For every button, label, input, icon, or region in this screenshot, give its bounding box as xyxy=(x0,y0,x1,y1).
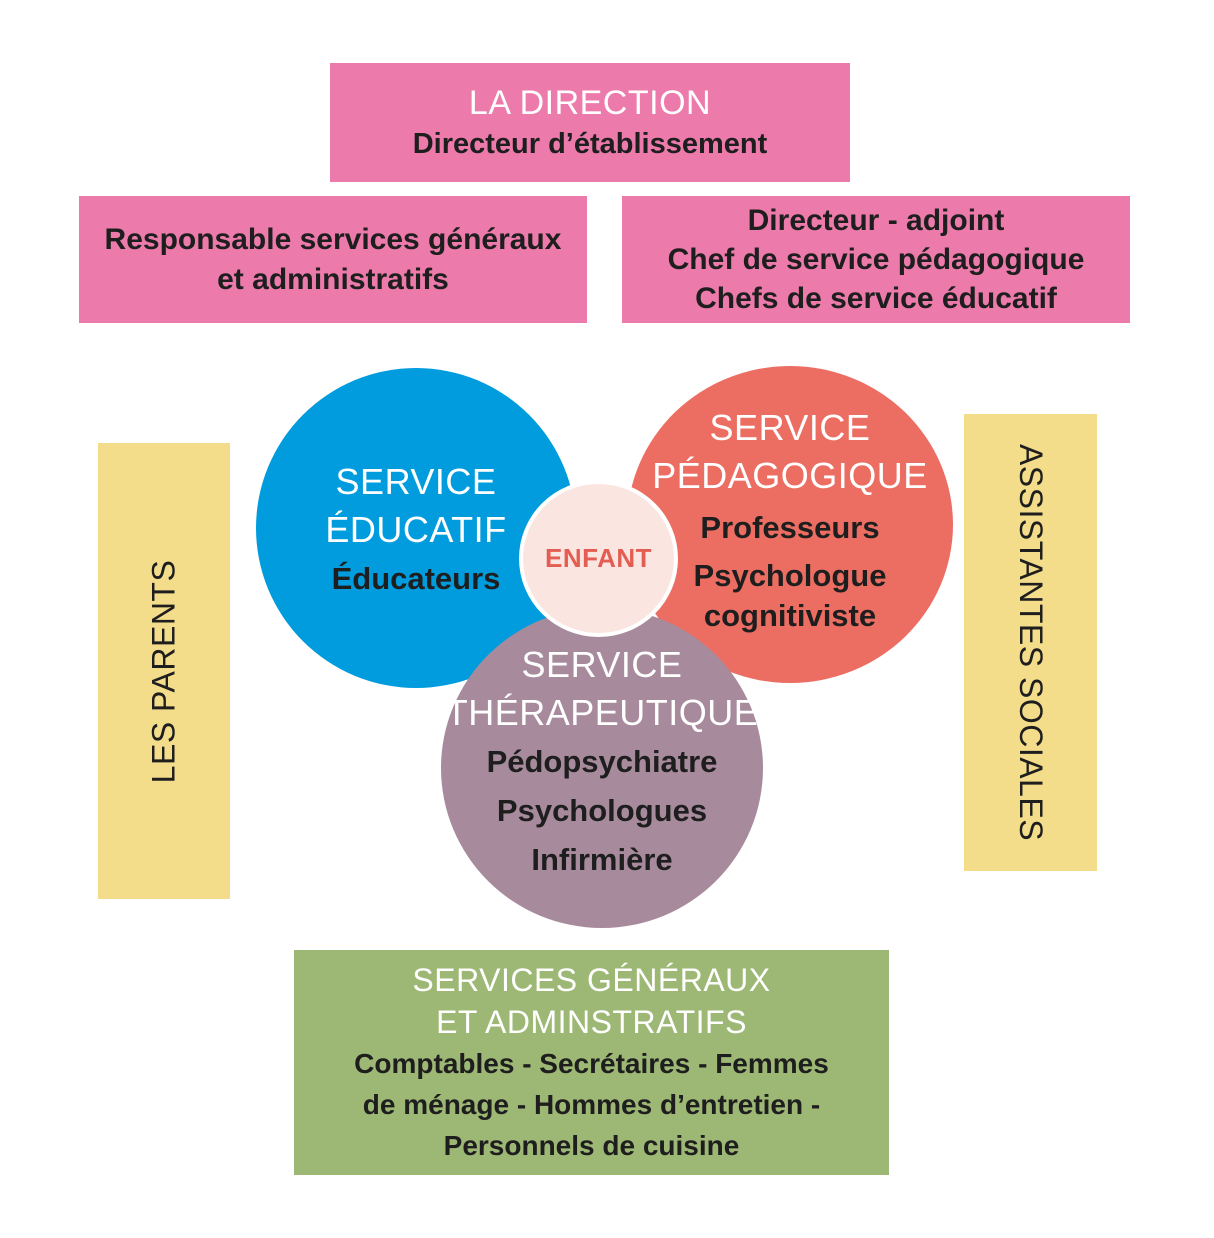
enfant-label: ENFANT xyxy=(545,543,652,573)
pedagogique-title-2: PÉDAGOGIQUE xyxy=(652,455,928,496)
service-therapeutique-text: SERVICE THÉRAPEUTIQUE Pédopsychiatre Psy… xyxy=(441,641,763,884)
responsable-services-box: Responsable services généraux et adminis… xyxy=(79,196,587,323)
therapeutique-member-2: Psychologues xyxy=(496,793,708,828)
direction-subtitle: Directeur d’établissement xyxy=(412,127,768,160)
pedagogique-member-3: cognitiviste xyxy=(703,598,877,633)
pedagogique-member-1: Professeurs xyxy=(700,510,880,545)
service-pedagogique-text: SERVICE PÉDAGOGIQUE Professeurs Psycholo… xyxy=(627,404,953,636)
service-educatif-text: SERVICE ÉDUCATIF Éducateurs xyxy=(256,458,576,602)
assistantes-label: ASSISTANTES SOCIALES xyxy=(1013,443,1050,842)
therapeutique-title-1: SERVICE xyxy=(521,644,683,685)
adjoint-line-2: Chef de service pédagogique xyxy=(667,243,1085,276)
adjoint-line-3: Chefs de service éducatif xyxy=(695,282,1057,315)
assistantes-sociales-box: ASSISTANTES SOCIALES xyxy=(964,414,1097,871)
service-therapeutique-circle xyxy=(441,608,763,928)
services-generaux-title-2: ET ADMINSTRATIFS xyxy=(436,1004,747,1040)
services-generaux-line-1: Comptables - Secrétaires - Femmes xyxy=(354,1048,829,1079)
direction-title: LA DIRECTION xyxy=(468,83,712,122)
parents-box: LES PARENTS xyxy=(98,443,230,899)
direction-box: LA DIRECTION Directeur d’établissement xyxy=(330,63,850,182)
therapeutique-title-2: THÉRAPEUTIQUE xyxy=(445,692,759,733)
parents-label: LES PARENTS xyxy=(145,559,182,783)
directeur-adjoint-box: Directeur - adjoint Chef de service péda… xyxy=(622,196,1130,323)
services-generaux-line-3: Personnels de cuisine xyxy=(443,1130,740,1161)
pedagogique-title-1: SERVICE xyxy=(709,407,871,448)
services-generaux-title-1: SERVICES GÉNÉRAUX xyxy=(412,962,771,998)
enfant-circle: ENFANT xyxy=(519,480,678,637)
therapeutique-member-1: Pédopsychiatre xyxy=(486,744,718,779)
educatif-member: Éducateurs xyxy=(331,561,501,596)
services-generaux-box: SERVICES GÉNÉRAUX ET ADMINSTRATIFS Compt… xyxy=(294,950,889,1175)
pedagogique-member-2: Psychologue xyxy=(693,558,887,593)
educatif-title-2: ÉDUCATIF xyxy=(325,509,507,550)
educatif-title-1: SERVICE xyxy=(335,461,497,502)
responsable-line-2: et administratifs xyxy=(217,262,449,296)
services-generaux-line-2: de ménage - Hommes d’entretien - xyxy=(362,1089,821,1120)
responsable-line-1: Responsable services généraux xyxy=(104,222,562,256)
therapeutique-member-3: Infirmière xyxy=(531,842,673,877)
adjoint-line-1: Directeur - adjoint xyxy=(747,204,1005,237)
